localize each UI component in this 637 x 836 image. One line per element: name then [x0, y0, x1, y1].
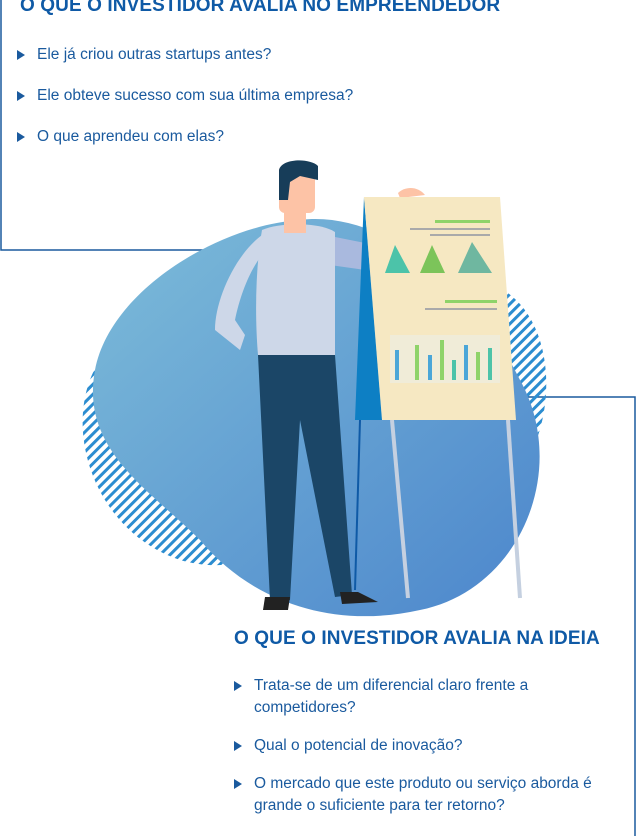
bullet-triangle-icon — [17, 91, 25, 101]
list-item: O que aprendeu com elas? — [17, 126, 353, 148]
bullet-triangle-icon — [234, 741, 242, 751]
bullet-triangle-icon — [17, 50, 25, 60]
idea-criteria-list: Trata-se de um diferencial claro frente … — [234, 675, 619, 817]
bullet-triangle-icon — [234, 779, 242, 789]
entrepreneur-criteria-list: Ele já criou outras startups antes? Ele … — [17, 44, 353, 148]
man-figure — [215, 160, 425, 610]
flipchart-board — [354, 197, 522, 599]
idea-section-title: O QUE O INVESTIDOR AVALIA NA IDEIA — [234, 628, 600, 649]
list-item: Ele obteve sucesso com sua última empres… — [17, 85, 353, 107]
entrepreneur-section-title: O QUE O INVESTIDOR AVALIA NO EMPREENDEDO… — [20, 0, 501, 16]
list-item: Ele já criou outras startups antes? — [17, 44, 353, 66]
bullet-triangle-icon — [17, 132, 25, 142]
list-item: Trata-se de um diferencial claro frente … — [234, 675, 619, 719]
list-item: Qual o potencial de inovação? — [234, 735, 619, 757]
bullet-triangle-icon — [234, 681, 242, 691]
list-item: O mercado que este produto ou serviço ab… — [234, 773, 619, 817]
